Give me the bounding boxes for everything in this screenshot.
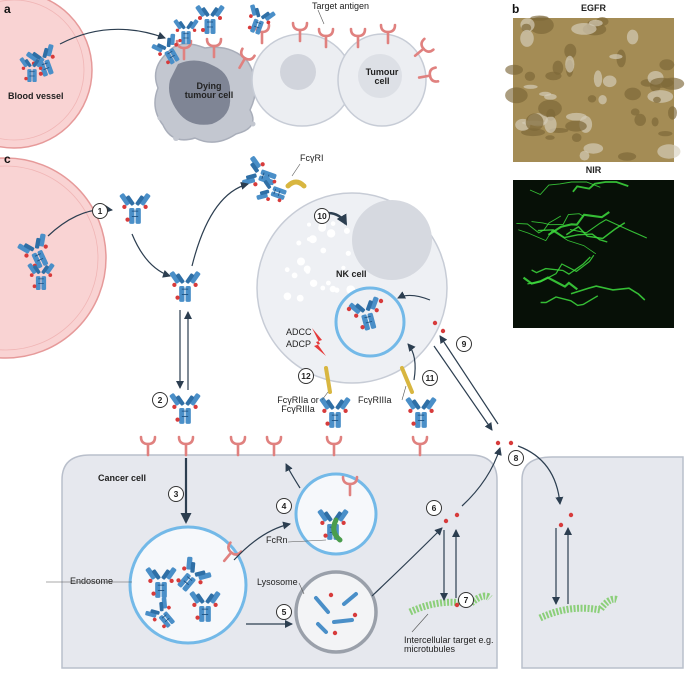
panel-b-label: b [512,2,520,16]
label-fcgriia-or-iiia: FcγRIIa or FcγRIIIa [277,395,319,415]
label-egfr: EGFR [580,3,606,13]
fcrn-vesicle [294,472,378,556]
egfr-image [513,18,674,162]
label-fcgriiia: FcγRIIIa [358,395,392,405]
nir-image [513,180,674,328]
label-tumour-cell: Tumour cell [365,67,399,87]
label-adcp: ADCP [286,339,312,349]
microtubule-2 [538,595,620,622]
step-1-badge: 1 [92,203,108,219]
step-3-badge: 3 [168,486,184,502]
step-12-badge: 12 [298,368,314,384]
label-fcrn: FcRn [266,535,288,545]
label-adcc: ADCC [286,327,312,337]
step-2-badge: 2 [152,392,168,408]
step-10-badge: 10 [314,208,330,224]
panel-b [505,15,685,328]
step-7-badge: 7 [458,592,474,608]
panel-c-label: c [4,152,11,166]
label-target-antigen: Target antigen [312,1,370,11]
label-cancer-cell: Cancer cell [98,473,147,483]
neighbour-cell [521,456,684,669]
label-lysosome: Lysosome [257,577,298,587]
step-4-badge: 4 [276,498,292,514]
label-intercellular-target: Intercellular target e.g. microtubules [404,635,494,655]
microtubule-1 [408,592,493,616]
panel-a-label: a [4,2,11,16]
step-5-badge: 5 [276,604,292,620]
label-endosome: Endosome [70,576,114,586]
label-nir: NIR [585,165,602,175]
label-blood-vessel: Blood vessel [8,91,64,101]
lysosome [294,570,378,654]
step-9-badge: 9 [456,336,472,352]
step-8-badge: 8 [508,450,524,466]
label-fcgri: FcγRI [300,153,324,163]
label-dying-tumour-cell: Dying tumour cell [184,81,234,101]
panel-a [0,0,440,149]
lightning-icon [312,328,326,356]
step-6-badge: 6 [426,500,442,516]
blood-vessel-c [0,157,107,359]
label-nk-cell: NK cell [336,269,367,279]
step-11-badge: 11 [422,370,438,386]
panel-c [0,153,684,669]
